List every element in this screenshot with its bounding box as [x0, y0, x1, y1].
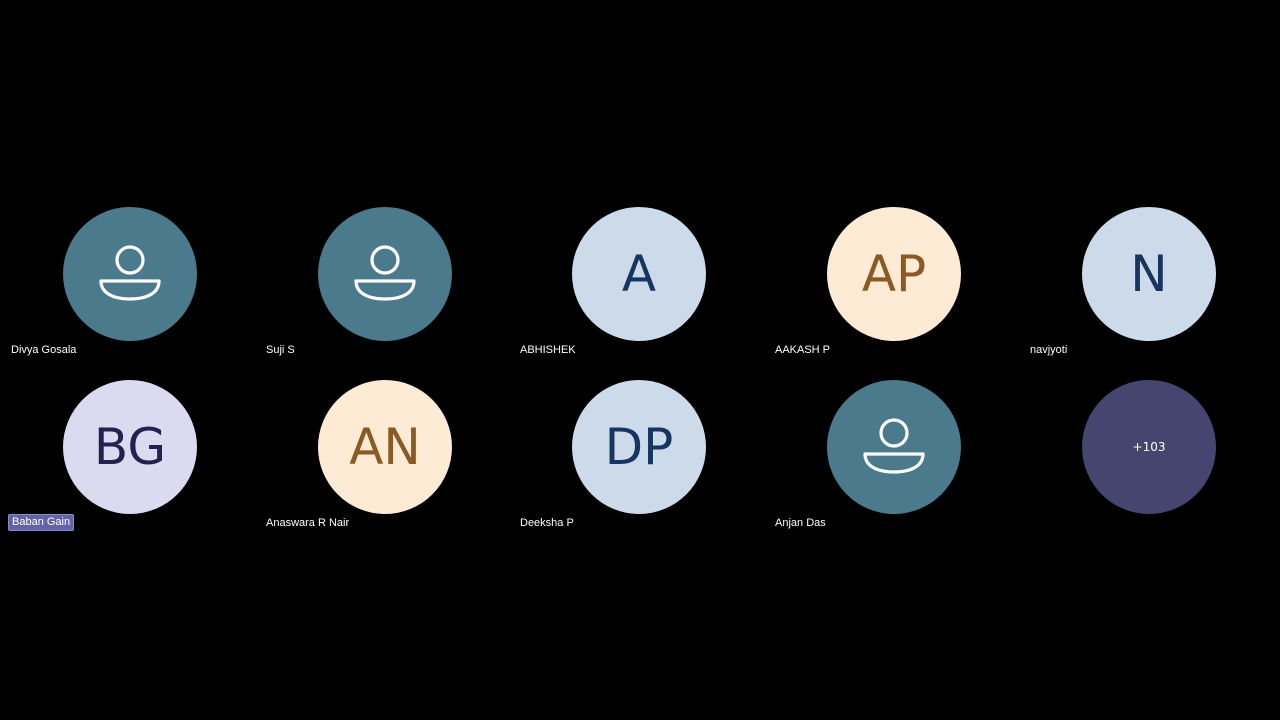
initials-avatar[interactable]: BG	[63, 380, 197, 514]
participant-tile-divya-gosala[interactable]: Divya Gosala	[8, 207, 262, 377]
initials-avatar[interactable]: A	[572, 207, 706, 341]
initials-avatar[interactable]: N	[1082, 207, 1216, 341]
avatar-initials: A	[621, 245, 657, 303]
initials-avatar[interactable]: AP	[827, 207, 961, 341]
person-icon	[863, 418, 925, 474]
participant-tile-navjyoti[interactable]: N navjyoti	[1027, 207, 1280, 377]
participant-name: Suji S	[266, 344, 295, 356]
participant-name: ABHISHEK	[520, 344, 576, 356]
participant-name: AAKASH P	[775, 344, 831, 356]
participant-name: Anaswara R Nair	[266, 517, 350, 529]
overflow-count: +103	[1132, 440, 1166, 454]
avatar-initials: DP	[604, 418, 674, 476]
initials-avatar[interactable]: DP	[572, 380, 706, 514]
avatar-initials: N	[1130, 245, 1168, 303]
participant-name: Anjan Das	[775, 517, 826, 529]
initials-avatar[interactable]: AN	[318, 380, 452, 514]
avatar-initials: BG	[93, 418, 167, 476]
person-icon	[99, 245, 161, 301]
person-icon	[354, 245, 416, 301]
participant-name: navjyoti	[1030, 344, 1068, 356]
default-avatar-person-icon[interactable]	[827, 380, 961, 514]
overflow-participants-tile[interactable]: +103	[1027, 380, 1280, 550]
participant-tile-abhishek[interactable]: A ABHISHEK	[517, 207, 771, 377]
participant-tile-suji-s[interactable]: Suji S	[263, 207, 517, 377]
overflow-participants-button[interactable]: +103	[1082, 380, 1216, 514]
participant-name-speaking: Baban Gain	[8, 514, 75, 531]
avatar-initials: AN	[349, 418, 421, 476]
avatar-initials: AP	[861, 245, 927, 303]
participant-tile-deeksha-p[interactable]: DP Deeksha P	[517, 380, 771, 550]
participant-tile-anjan-das[interactable]: Anjan Das	[772, 380, 1026, 550]
participant-name: Divya Gosala	[11, 344, 77, 356]
default-avatar-person-icon[interactable]	[63, 207, 197, 341]
participant-tile-aakash-p[interactable]: AP AAKASH P	[772, 207, 1026, 377]
participant-tile-baban-gain[interactable]: BG Baban Gain	[8, 380, 262, 550]
participant-tile-anaswara-r-nair[interactable]: AN Anaswara R Nair	[263, 380, 517, 550]
participant-name: Deeksha P	[520, 517, 574, 529]
default-avatar-person-icon[interactable]	[318, 207, 452, 341]
